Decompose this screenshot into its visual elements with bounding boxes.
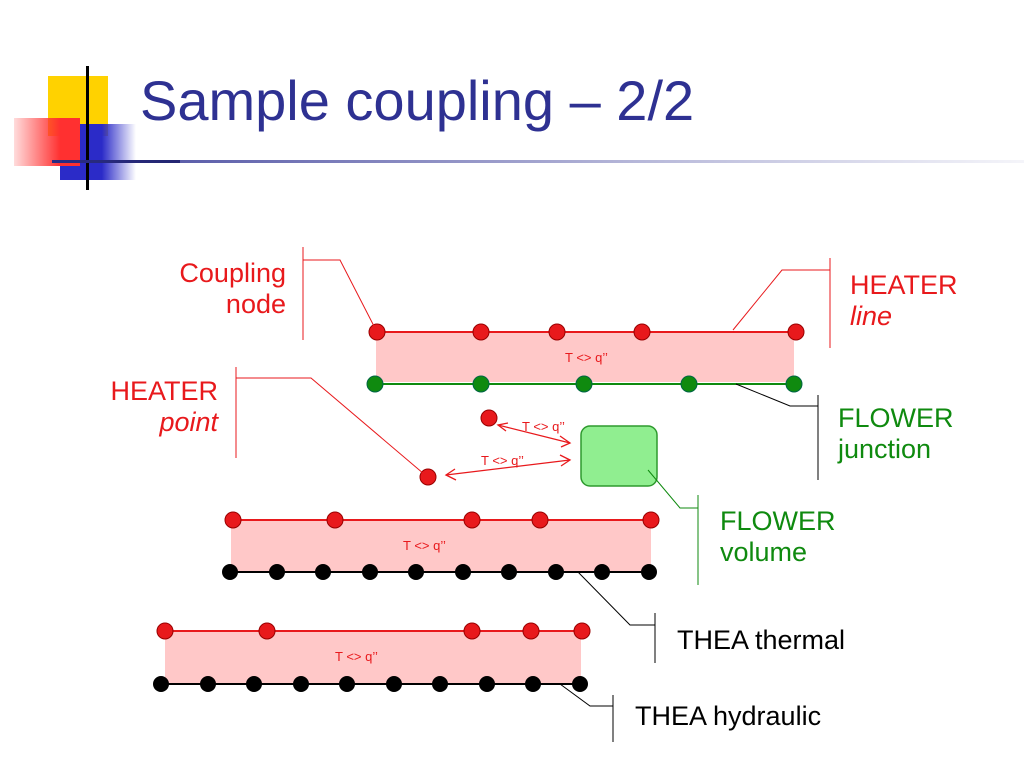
label-flower-volume: FLOWER volume bbox=[720, 506, 836, 568]
label-coupling-node-line2: node bbox=[225, 289, 286, 320]
heater-node bbox=[633, 323, 651, 341]
hydraulic-node bbox=[572, 676, 588, 692]
hydraulic-node bbox=[153, 676, 169, 692]
label-flower-volume-line2: volume bbox=[720, 537, 808, 568]
heater-node bbox=[522, 622, 540, 640]
hydraulic-node bbox=[548, 564, 564, 580]
label-heater-point-line2: point bbox=[159, 407, 218, 438]
hydraulic-node bbox=[362, 564, 378, 580]
hydraulic-node bbox=[200, 676, 216, 692]
hydraulic-node bbox=[339, 676, 355, 692]
coupling-text-arrow-upper: T <> q’’ bbox=[522, 419, 565, 434]
hydraulic-node bbox=[455, 564, 471, 580]
label-flower-junction-line2: junction bbox=[838, 434, 932, 465]
coupling-text-arrow-lower: T <> q’’ bbox=[481, 453, 524, 468]
coupling-arrows bbox=[444, 422, 572, 481]
heater-node bbox=[472, 323, 490, 341]
label-heater-point-line1: HEATER bbox=[110, 376, 218, 406]
junction-node bbox=[366, 375, 384, 393]
deco-vertical-line bbox=[86, 66, 89, 190]
coupling-arrow-upper bbox=[497, 424, 571, 444]
coupling-text-band2: T <> q’’ bbox=[335, 649, 378, 664]
coupling-text-band1: T <> q’’ bbox=[403, 538, 446, 553]
heater-point-node bbox=[480, 409, 498, 427]
coupling-text-heater-line: T <> q’’ bbox=[565, 350, 608, 365]
hydraulic-node bbox=[293, 676, 309, 692]
hydraulic-node bbox=[501, 564, 517, 580]
corner-decoration bbox=[0, 60, 180, 190]
label-flower-junction: FLOWER junction bbox=[838, 403, 954, 465]
hydraulic-node bbox=[246, 676, 262, 692]
label-flower-junction-line1: FLOWER bbox=[838, 403, 954, 433]
heater-node bbox=[326, 511, 344, 529]
hydraulic-node bbox=[269, 564, 285, 580]
flower-volume-box bbox=[580, 425, 658, 487]
label-thea-thermal: THEA thermal bbox=[677, 625, 846, 655]
thea-thermal-band-2 bbox=[165, 632, 581, 683]
deco-red-square bbox=[14, 118, 80, 166]
heater-line-band bbox=[376, 332, 794, 382]
heater-node bbox=[548, 323, 566, 341]
label-heater-line-line2: line bbox=[850, 301, 893, 332]
slide-title: Sample coupling – 2/2 bbox=[140, 69, 695, 132]
band1-black-nodes bbox=[222, 564, 657, 580]
label-heater-line: HEATER line bbox=[850, 270, 958, 332]
flower-junction-nodes bbox=[366, 375, 803, 393]
label-heater-point: HEATER point bbox=[60, 376, 218, 438]
heater-node bbox=[531, 511, 549, 529]
hydraulic-node bbox=[315, 564, 331, 580]
callout-thea-hydraulic-leader bbox=[559, 683, 613, 707]
heater-node bbox=[463, 511, 481, 529]
band2-black-nodes bbox=[153, 676, 588, 692]
heater-node bbox=[642, 511, 660, 529]
junction-node bbox=[575, 375, 593, 393]
heater-node bbox=[463, 622, 481, 640]
hydraulic-node bbox=[479, 676, 495, 692]
hydraulic-node bbox=[432, 676, 448, 692]
heater-point-node bbox=[419, 468, 437, 486]
junction-node bbox=[680, 375, 698, 393]
thea-thermal-band-1 bbox=[231, 520, 651, 571]
junction-node bbox=[472, 375, 490, 393]
label-coupling-node-line1: Coupling bbox=[179, 258, 286, 288]
callout-heater-line-leader bbox=[732, 269, 830, 331]
heater-line-nodes bbox=[368, 323, 805, 341]
callout-flower-junction-leader bbox=[735, 383, 818, 407]
callout-lines-black bbox=[559, 383, 819, 742]
heater-node bbox=[573, 622, 591, 640]
hydraulic-node bbox=[525, 676, 541, 692]
coupling-arrow-lower bbox=[445, 459, 571, 476]
hydraulic-node bbox=[222, 564, 238, 580]
hydraulic-node bbox=[386, 676, 402, 692]
label-coupling-node: Coupling node bbox=[130, 258, 286, 320]
heater-node bbox=[156, 622, 174, 640]
hydraulic-node bbox=[641, 564, 657, 580]
label-flower-volume-line1: FLOWER bbox=[720, 506, 836, 536]
label-thea-hydraulic: THEA hydraulic bbox=[635, 701, 822, 731]
label-heater-line-line1: HEATER bbox=[850, 270, 958, 300]
heater-node bbox=[258, 622, 276, 640]
callout-lines-green bbox=[647, 469, 699, 585]
title-underline bbox=[52, 160, 1024, 163]
heater-node bbox=[787, 323, 805, 341]
callout-coupling-node-leader bbox=[303, 259, 378, 333]
band2-red-nodes bbox=[156, 622, 591, 640]
band1-red-nodes bbox=[224, 511, 660, 529]
hydraulic-node bbox=[594, 564, 610, 580]
callout-thea-thermal-leader bbox=[577, 571, 655, 626]
callout-heater-point-leader bbox=[236, 377, 425, 475]
hydraulic-node bbox=[408, 564, 424, 580]
callout-lines-red bbox=[235, 247, 831, 475]
heater-node bbox=[224, 511, 242, 529]
junction-node bbox=[785, 375, 803, 393]
callout-flower-volume-leader bbox=[647, 469, 698, 509]
